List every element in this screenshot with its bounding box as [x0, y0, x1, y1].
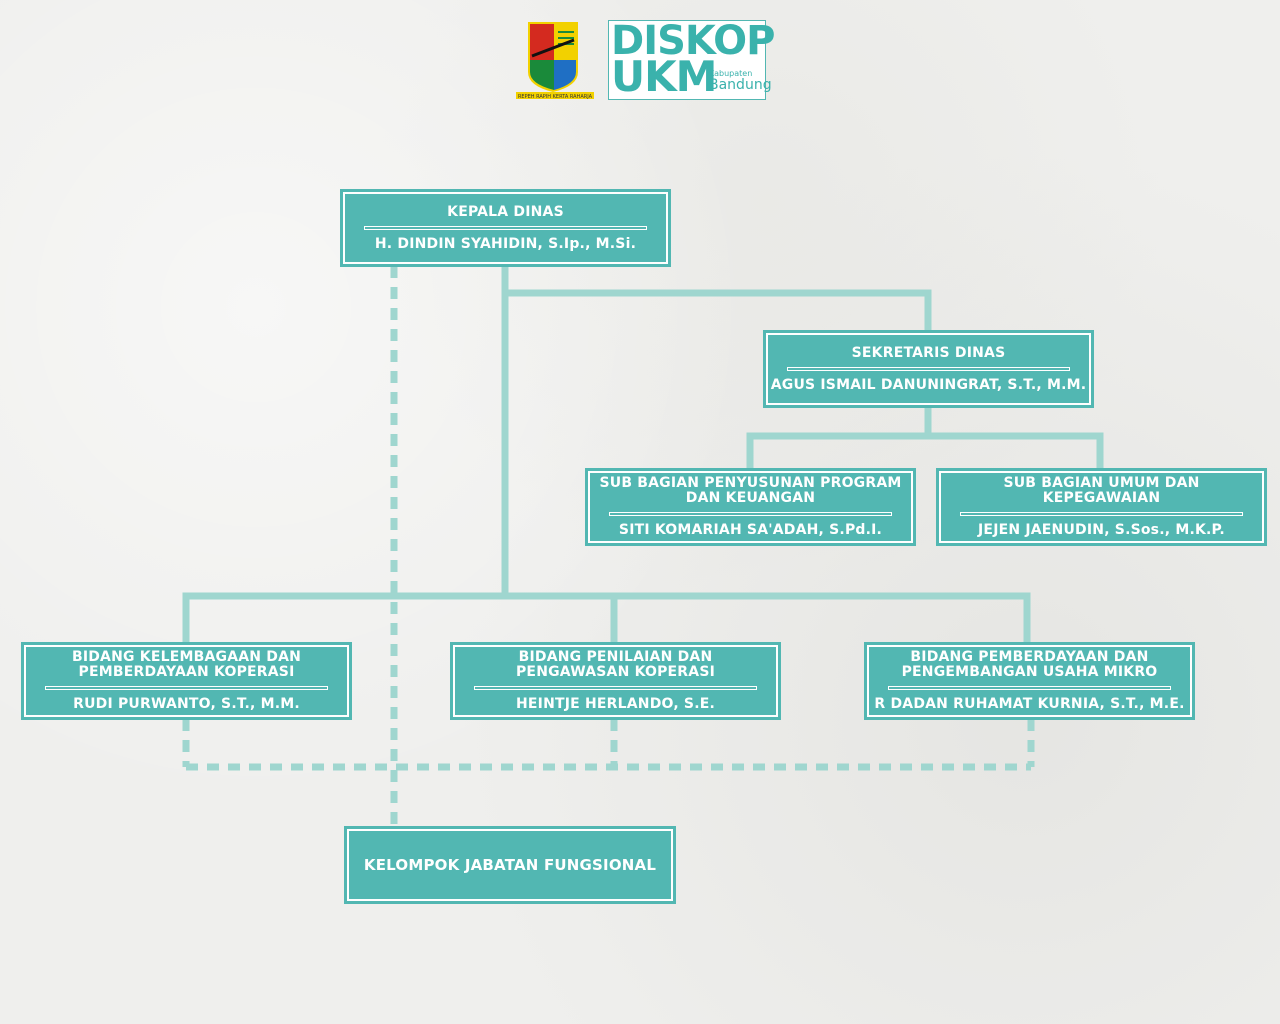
bidang-kelembagaan-person: RUDI PURWANTO, S.T., M.M. — [73, 696, 300, 712]
box-subbag-program: SUB BAGIAN PENYUSUNAN PROGRAM DAN KEUANG… — [585, 468, 916, 546]
subbag-program-title: SUB BAGIAN PENYUSUNAN PROGRAM DAN KEUANG… — [599, 475, 902, 506]
sekretaris-dinas-person: AGUS ISMAIL DANUNINGRAT, S.T., M.M. — [770, 376, 1087, 393]
logo-kabupaten-text: Kabupaten — [709, 69, 753, 78]
subbag-umum-divider — [960, 512, 1243, 516]
box-kepala-dinas: KEPALA DINAS H. DINDIN SYAHIDIN, S.Ip., … — [340, 189, 671, 267]
solid-connectors — [182, 262, 1104, 648]
sekretaris-dinas-divider — [787, 366, 1070, 371]
logo-ukm-text: UKM — [611, 52, 717, 101]
sekretaris-dinas-title: SEKRETARIS DINAS — [851, 344, 1006, 361]
bandung-crest-icon: REPEH RAPIH KERTA RAHARJA — [516, 22, 594, 100]
subbag-program-divider — [609, 512, 892, 516]
box-kelompok-fungsional: KELOMPOK JABATAN FUNGSIONAL — [344, 826, 676, 904]
kepala-dinas-divider — [364, 225, 647, 230]
subbag-umum-title: SUB BAGIAN UMUM DAN KEPEGAWAIAN — [1003, 475, 1200, 506]
kepala-dinas-title: KEPALA DINAS — [447, 203, 564, 220]
subbag-program-person: SITI KOMARIAH SA'ADAH, S.Pd.I. — [618, 522, 883, 538]
bidang-kelembagaan-divider — [45, 686, 328, 690]
box-sekretaris-dinas: SEKRETARIS DINAS AGUS ISMAIL DANUNINGRAT… — [763, 330, 1094, 408]
bidang-pemberdayaan-title: BIDANG PEMBERDAYAAN DAN PENGEMBANGAN USA… — [901, 649, 1158, 680]
box-bidang-kelembagaan: BIDANG KELEMBAGAAN DAN PEMBERDAYAAN KOPE… — [21, 642, 352, 720]
bidang-penilaian-title: BIDANG PENILAIAN DAN PENGAWASAN KOPERASI — [515, 649, 716, 680]
logo-diskop-text: DISKOP — [611, 18, 775, 64]
dashed-connectors — [182, 266, 1035, 827]
bidang-pemberdayaan-person: R DADAN RUHAMAT KURNIA, S.T., M.E. — [874, 696, 1185, 712]
box-bidang-penilaian: BIDANG PENILAIAN DAN PENGAWASAN KOPERASI… — [450, 642, 781, 720]
bidang-penilaian-divider — [474, 686, 757, 690]
kelompok-fungsional-title: KELOMPOK JABATAN FUNGSIONAL — [363, 855, 657, 874]
diskop-ukm-logo: DISKOP UKM Kabupaten Bandung — [608, 19, 775, 101]
bidang-pemberdayaan-divider — [888, 686, 1171, 690]
bidang-penilaian-person: HEINTJE HERLANDO, S.E. — [515, 696, 716, 712]
crest-motto: REPEH RAPIH KERTA RAHARJA — [518, 94, 593, 100]
box-bidang-pemberdayaan: BIDANG PEMBERDAYAAN DAN PENGEMBANGAN USA… — [864, 642, 1195, 720]
logo-bandung-text: Bandung — [709, 77, 772, 93]
crest-logo: REPEH RAPIH KERTA RAHARJA — [516, 20, 594, 100]
box-subbag-umum: SUB BAGIAN UMUM DAN KEPEGAWAIAN JEJEN JA… — [936, 468, 1267, 546]
bidang-kelembagaan-title: BIDANG KELEMBAGAAN DAN PEMBERDAYAAN KOPE… — [71, 649, 302, 680]
kepala-dinas-person: H. DINDIN SYAHIDIN, S.Ip., M.Si. — [374, 235, 637, 252]
subbag-umum-person: JEJEN JAENUDIN, S.Sos., M.K.P. — [978, 522, 1225, 538]
